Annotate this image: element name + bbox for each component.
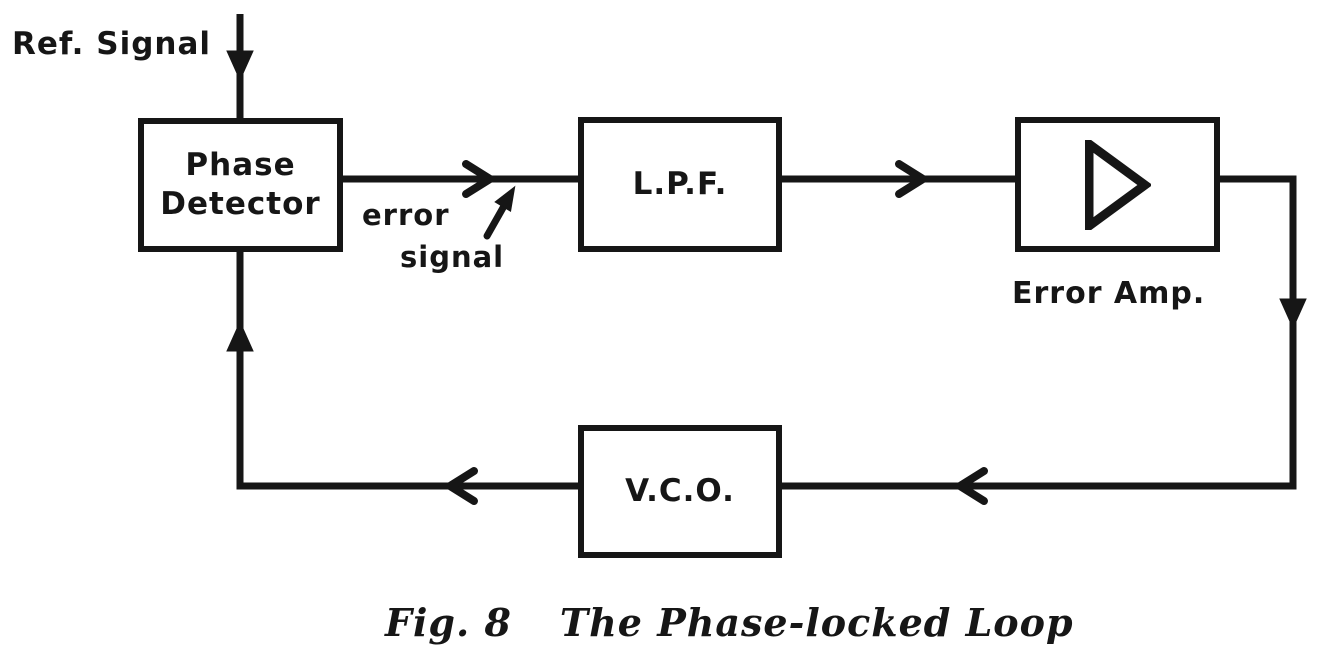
arrowhead-right-icon <box>895 160 927 198</box>
error-signal-label-line2: signal <box>400 240 505 274</box>
phase-detector-block: Phase Detector <box>138 118 343 252</box>
vco-label: V.C.O. <box>625 473 735 510</box>
error-signal-pointer-line <box>483 202 508 240</box>
amplifier-triangle-icon <box>1084 139 1151 230</box>
vco-block: V.C.O. <box>578 425 782 558</box>
error-signal-pointer-icon <box>494 185 516 213</box>
vco-to-phase-detector-wire <box>236 252 578 490</box>
arrowhead-up-icon <box>226 320 254 352</box>
lpf-label: L.P.F. <box>632 166 728 203</box>
lpf-block: L.P.F. <box>578 117 782 252</box>
ref-signal-label: Ref. Signal <box>12 26 212 62</box>
arrowhead-right-icon <box>462 160 494 198</box>
phase-detector-label-line2: Detector <box>160 186 321 222</box>
figure-caption: Fig. 8 The Phase-locked Loop <box>385 600 1073 645</box>
error-amp-block <box>1015 117 1220 252</box>
error-amp-to-vco-wire <box>782 175 1297 490</box>
figure-number: Fig. 8 <box>385 600 512 645</box>
arrowhead-down-icon <box>1279 298 1307 330</box>
error-amp-label: Error Amp. <box>1012 276 1206 311</box>
error-signal-label-line1: error <box>362 198 450 232</box>
figure-title: The Phase-locked Loop <box>559 600 1074 645</box>
phase-detector-label-line1: Phase <box>185 147 296 184</box>
arrowhead-left-icon <box>446 467 478 505</box>
arrowhead-left-icon <box>956 467 988 505</box>
arrowhead-down-icon <box>226 50 254 82</box>
